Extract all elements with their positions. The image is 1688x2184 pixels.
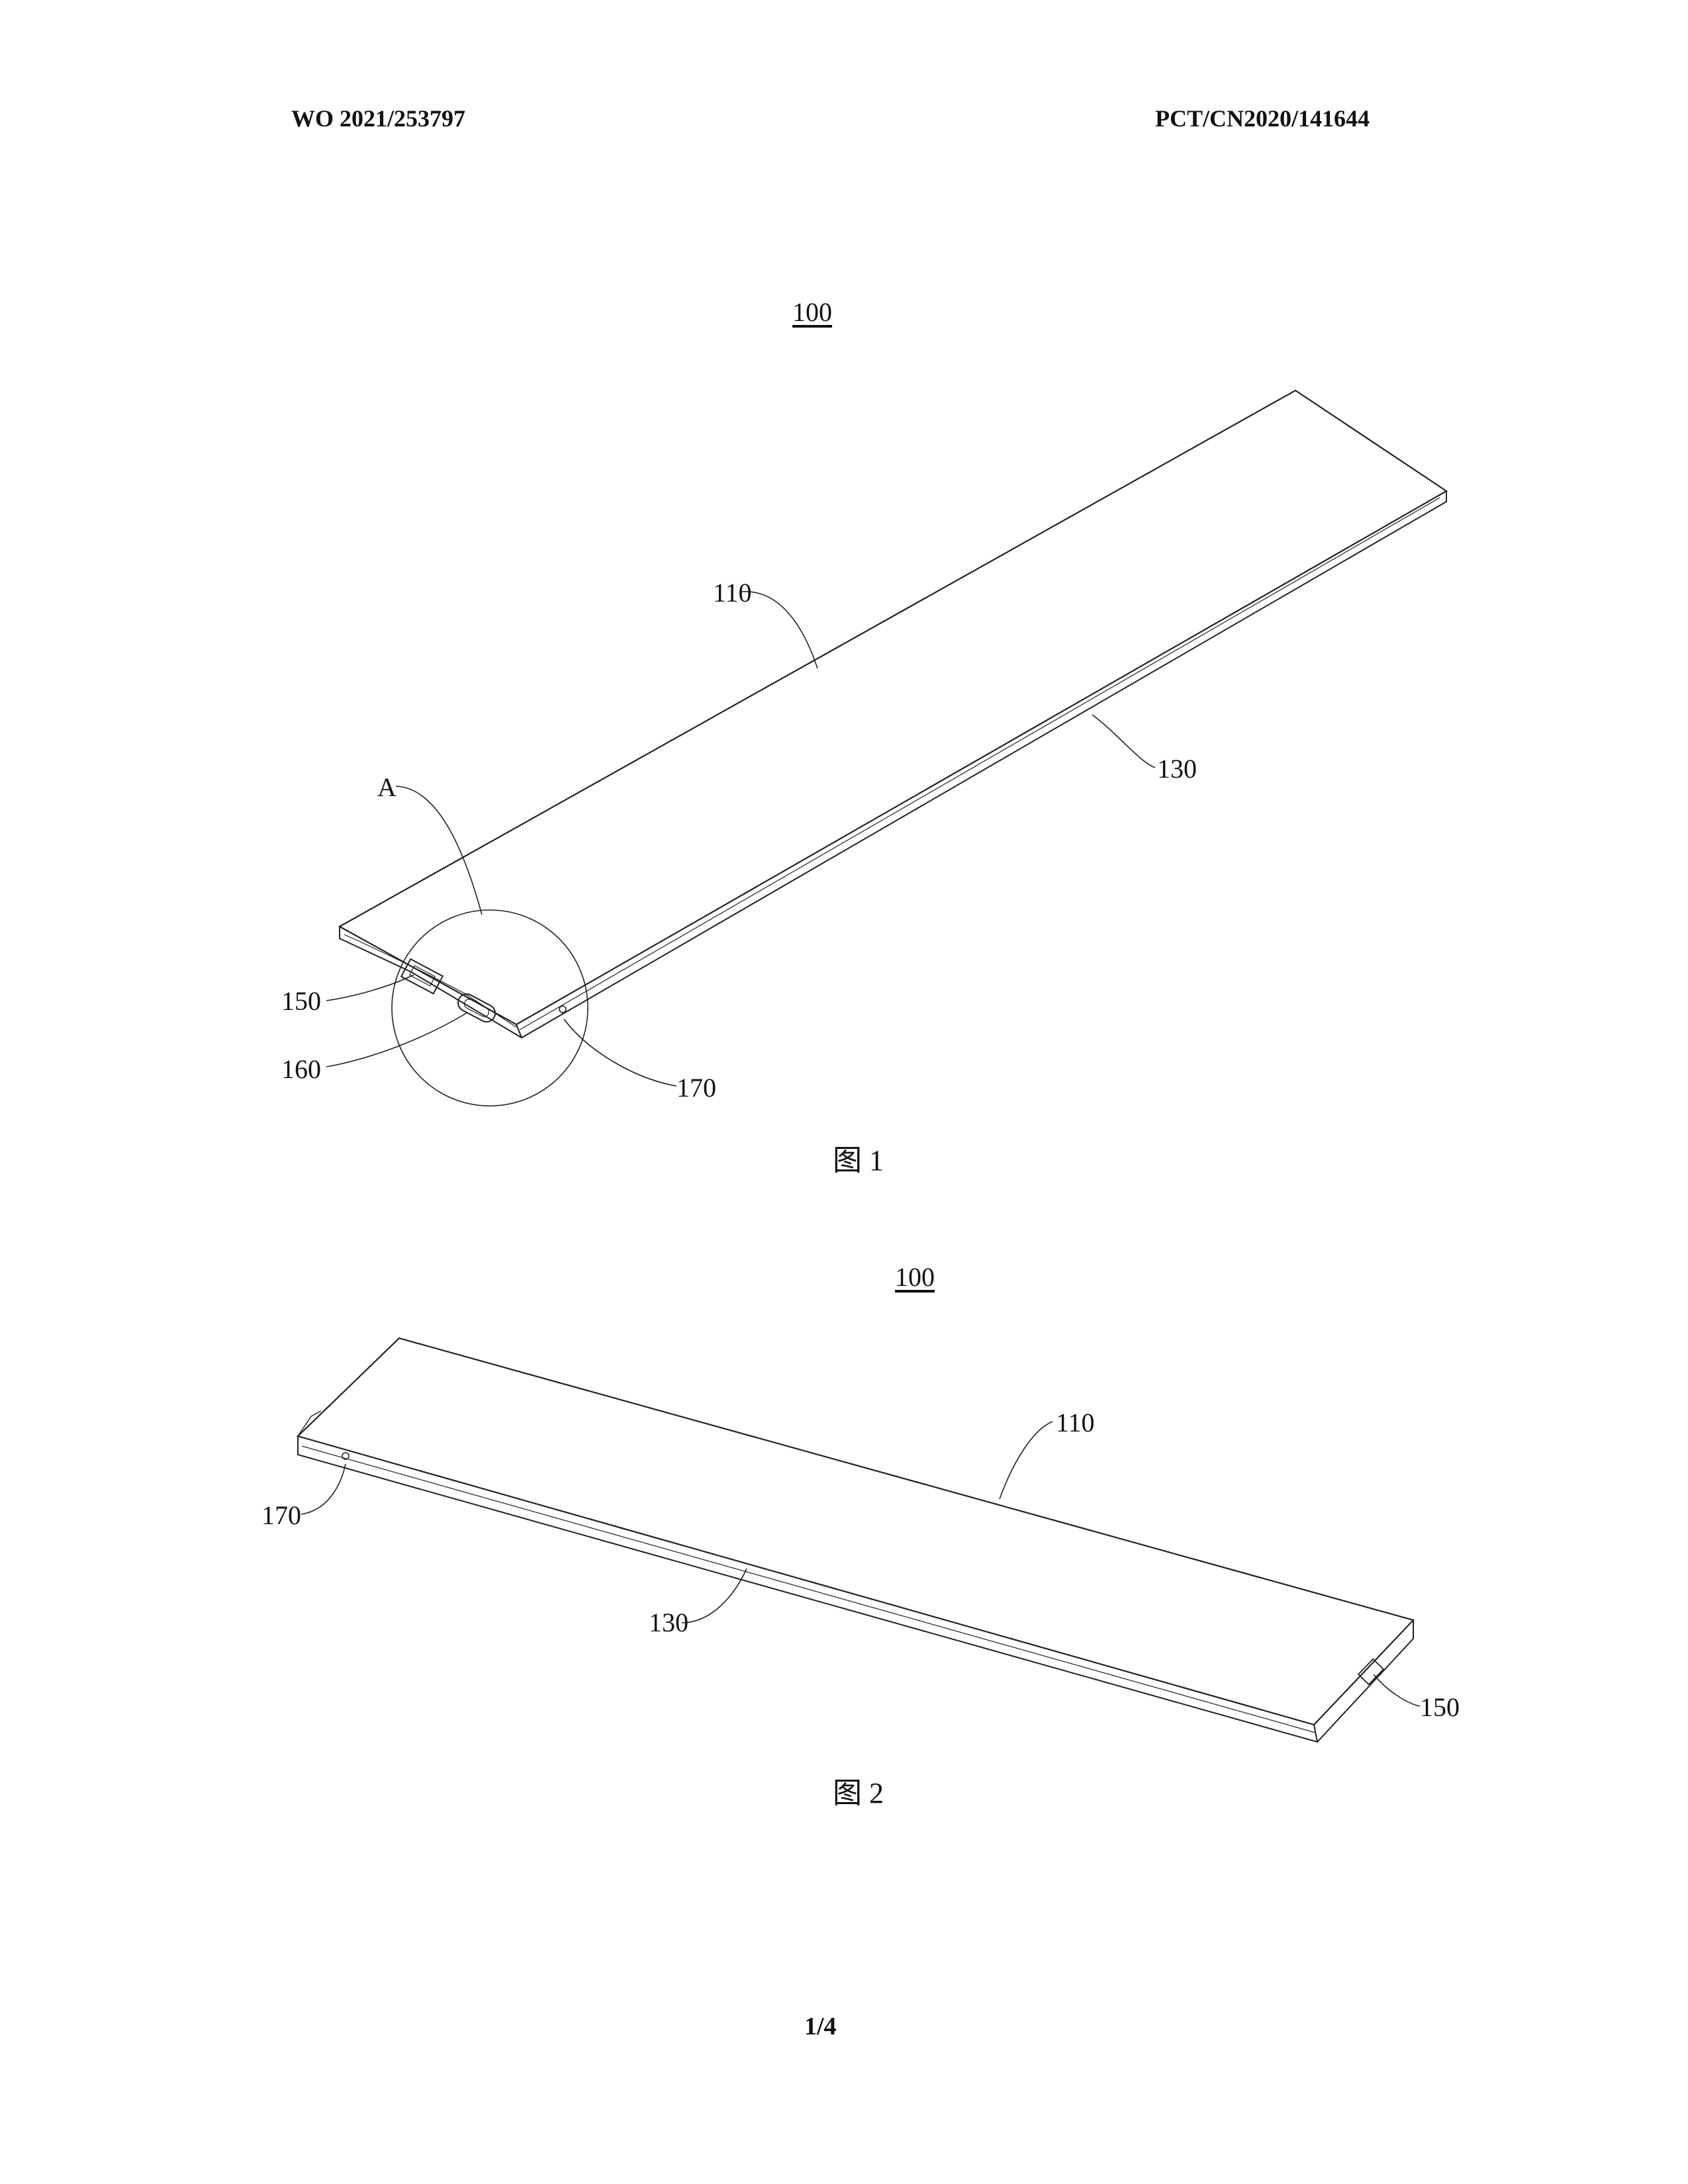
fig1-port-150 bbox=[401, 959, 443, 993]
fig2-caption: 图 2 bbox=[833, 1779, 884, 1808]
fig1-label-170: 170 bbox=[677, 1075, 716, 1101]
figure1-device bbox=[326, 390, 1446, 1106]
fig1-label-110: 110 bbox=[713, 580, 752, 606]
fig1-label-A: A bbox=[377, 774, 397, 801]
fig2-label-110: 110 bbox=[1056, 1410, 1095, 1436]
fig1-label-130: 130 bbox=[1157, 756, 1197, 782]
fig1-port-160 bbox=[455, 991, 498, 1024]
fig2-top-surface bbox=[298, 1338, 1413, 1725]
fig1-side-frame bbox=[516, 491, 1446, 1038]
fig2-ref-main: 100 bbox=[895, 1264, 935, 1291]
fig2-label-150: 150 bbox=[1420, 1694, 1460, 1721]
fig1-detail-circle-A bbox=[392, 910, 588, 1106]
fig2-label-170: 170 bbox=[261, 1502, 301, 1529]
fig1-caption: 图 1 bbox=[833, 1146, 884, 1175]
fig1-hole-170 bbox=[559, 1006, 566, 1013]
fig1-label-160: 160 bbox=[281, 1056, 321, 1083]
fig1-ref-main: 100 bbox=[792, 299, 832, 326]
fig1-label-150: 150 bbox=[281, 988, 321, 1015]
fig1-end-face bbox=[340, 927, 522, 1038]
fig1-top-surface bbox=[340, 390, 1446, 1024]
page-number: 1/4 bbox=[804, 2012, 837, 2041]
figure2-device bbox=[298, 1338, 1420, 1742]
fig2-label-130: 130 bbox=[649, 1610, 688, 1636]
